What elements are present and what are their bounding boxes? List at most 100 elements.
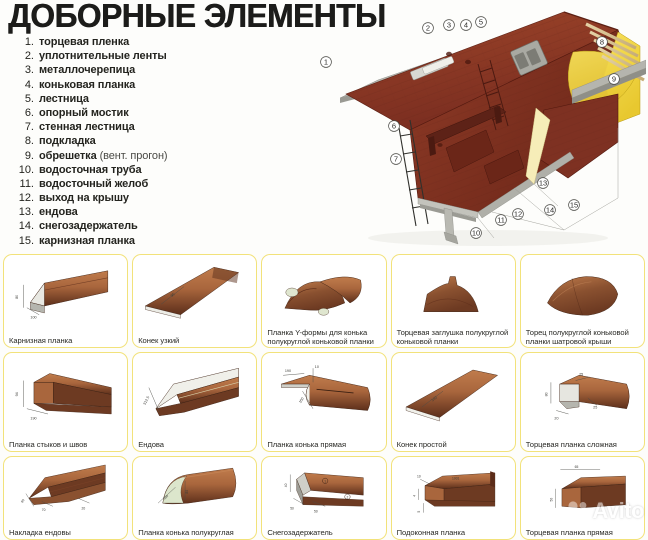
legend-item-label: коньковая планка	[39, 79, 135, 91]
callout-11: 11	[495, 214, 507, 226]
legend-item-label: торцевая пленка	[39, 36, 129, 48]
svg-text:50: 50	[291, 506, 295, 510]
callout-label: 11	[497, 216, 505, 225]
product-card-planka-y-formy[interactable]: Планка Y-формы для конька полукруглой ко…	[261, 254, 387, 348]
product-illustration-joint-strip: 94 190	[4, 353, 127, 431]
legend-item-label: обрешетка (вент. прогон)	[39, 150, 168, 162]
callout-label: 13	[539, 179, 547, 188]
callout-14: 14	[544, 204, 556, 216]
svg-text:350: 350	[163, 494, 170, 501]
svg-text:70: 70	[42, 508, 46, 512]
svg-text:4: 4	[412, 495, 416, 497]
diagram-part-roof-right	[531, 93, 619, 179]
legend-item-number: 5.	[24, 92, 34, 105]
svg-text:2: 2	[347, 495, 349, 499]
svg-text:140: 140	[430, 396, 437, 403]
legend-item-term: водосточный желоб	[39, 177, 149, 190]
product-illustration-gable-complex: 80 20 25 25	[521, 353, 644, 431]
callout-12: 12	[512, 208, 524, 220]
legend-item-term: коньковая планка	[39, 78, 136, 91]
product-card-caption: Конек простой	[396, 439, 447, 449]
product-card-torets-polukrugloy[interactable]: Торец полукруглой коньковой планки шатро…	[519, 254, 645, 348]
svg-text:312.5: 312.5	[143, 396, 151, 406]
legend-item-note: (вент. прогон)	[96, 149, 168, 162]
svg-text:80: 80	[185, 490, 189, 494]
legend-item-number: 9.	[24, 149, 34, 162]
legend-item-term: опорный мостик	[39, 106, 129, 119]
legend-item: 11.водосточный желоб	[14, 178, 224, 192]
svg-text:80: 80	[15, 295, 19, 299]
svg-text:20: 20	[81, 506, 85, 510]
legend-item: 13.ендова	[14, 206, 224, 220]
legend-item-label: ендова	[39, 206, 78, 218]
callout-5: 5	[475, 16, 487, 28]
legend-item-number: 14.	[18, 220, 34, 233]
legend-item-term: стенная лестница	[39, 121, 135, 134]
product-card-caption: Планка Y-формы для конька полукруглой ко…	[267, 327, 374, 346]
diagram-part-support-bridge	[425, 105, 507, 156]
product-illustration-valley: 312.5	[133, 353, 256, 431]
callout-label: 5	[479, 18, 483, 27]
product-illustration-end-cap	[392, 255, 515, 328]
legend-item: 3. металлочерепица	[14, 64, 224, 78]
legend-item-number: 12.	[18, 192, 34, 205]
diagram-part-dormer-2	[483, 149, 525, 185]
legend-item-number: 8.	[24, 135, 34, 148]
svg-text:10: 10	[417, 475, 421, 479]
callout-label: 9	[612, 75, 616, 84]
diagram-part-sealing-tapes	[410, 56, 455, 81]
product-illustration-valley-cover: 80 70 20	[4, 457, 127, 519]
svg-text:10: 10	[315, 365, 319, 369]
product-card-tortsevaya-zaglushka[interactable]: Торцевая заглушка полукруглой коньковой …	[390, 254, 516, 348]
legend-item-label: лестница	[39, 93, 89, 105]
callout-13: 13	[537, 177, 549, 189]
product-card-caption: Ендова	[138, 439, 164, 449]
callout-label: 15	[570, 201, 578, 210]
callout-label: 1	[324, 58, 328, 67]
legend-item-label: металлочерепица	[39, 64, 135, 76]
product-illustration-ridge-simple: 140	[392, 353, 515, 431]
legend-item-label: подкладка	[39, 135, 96, 147]
legend-item: 9. обрешетка (вент. прогон)	[14, 150, 224, 164]
product-card-caption: Конек узкий	[138, 335, 180, 345]
diagram-guide-lines	[477, 128, 619, 239]
svg-text:80: 80	[544, 392, 548, 396]
svg-text:50: 50	[549, 498, 553, 502]
diagram-part-tile-marks	[437, 51, 471, 147]
svg-text:80: 80	[20, 498, 25, 503]
product-card-caption: Торцевая заглушка полукруглой коньковой …	[396, 327, 509, 346]
svg-text:190: 190	[285, 369, 291, 373]
product-card-caption: Планка конька прямая	[267, 439, 347, 449]
product-card-planka-konka-pryamaya[interactable]: 190 10 150 Планка конька прямая	[261, 352, 387, 452]
legend-item-term: уплотнительные ленты	[39, 50, 167, 63]
callout-label: 3	[447, 21, 451, 30]
callout-label: 6	[392, 122, 396, 131]
callout-label: 4	[464, 21, 468, 30]
product-illustration-snow-guard: 1 2 40 50 50	[262, 457, 385, 519]
product-card-caption: Накладка ендовы	[9, 527, 71, 537]
legend-item: 2.уплотнительные ленты	[14, 50, 224, 64]
legend-item-term: выход на крышу	[39, 192, 129, 205]
legend-item-label: снегозадержатель	[39, 220, 138, 232]
svg-text:5: 5	[417, 511, 421, 513]
legend-item: 14. снегозадержатель	[14, 220, 224, 234]
callout-label: 14	[546, 206, 554, 215]
legend-item-number: 3.	[24, 64, 34, 77]
callout-8: 8	[596, 36, 608, 48]
callout-label: 2	[426, 24, 430, 33]
callout-4: 4	[460, 19, 472, 31]
legend-item-number: 15.	[18, 234, 34, 247]
product-illustration-ridge-narrow: 95	[133, 255, 256, 327]
